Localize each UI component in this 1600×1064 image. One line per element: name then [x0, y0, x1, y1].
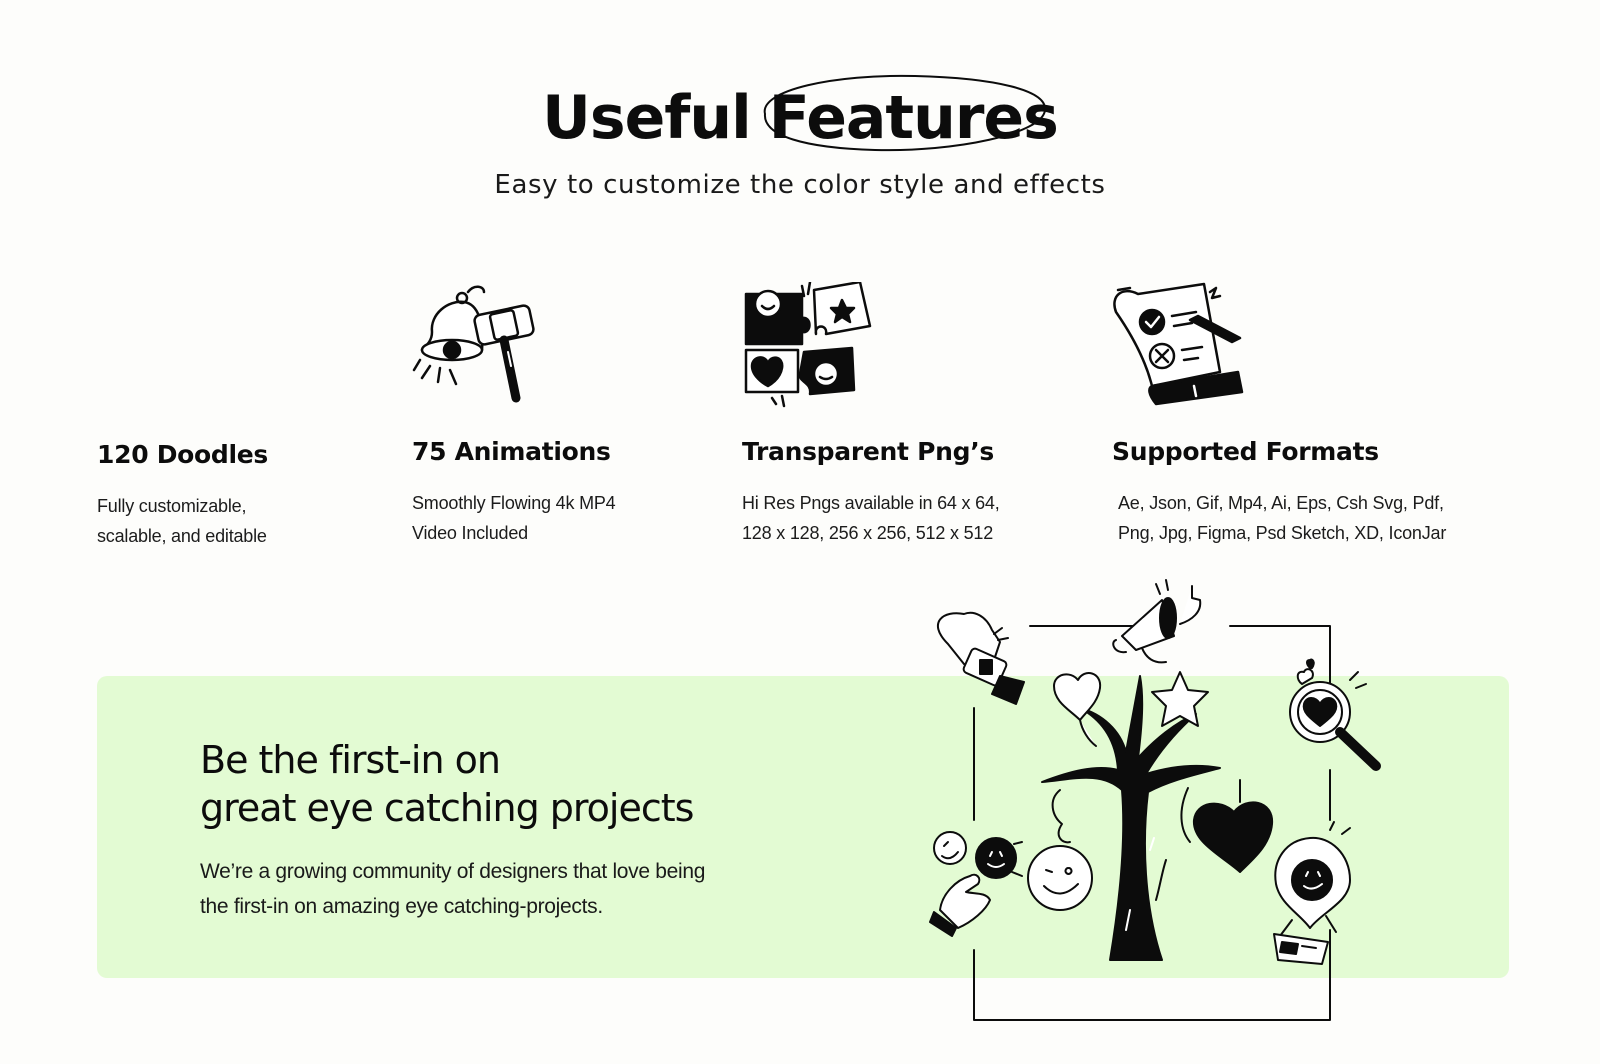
- feature-description-line-1: Smoothly Flowing 4k MP4: [412, 493, 616, 513]
- title-word-features-text: Features: [768, 83, 1059, 153]
- heart-balloon-icon: [1053, 672, 1102, 747]
- feature-description-line-2: Video Included: [412, 523, 528, 543]
- cta-description-line-1: We’re a growing community of designers t…: [200, 860, 706, 883]
- feature-description-line-1: Fully customizable,: [97, 496, 247, 516]
- feature-title: Transparent Png’s: [742, 437, 994, 466]
- pointing-hand-smiley-icon: [929, 831, 1023, 937]
- cta-heading-line-1: Be the first-in on: [200, 738, 501, 782]
- feature-title: 75 Animations: [412, 437, 611, 466]
- feature-description-line-1: Hi Res Pngs available in 64 x 64,: [742, 493, 1000, 513]
- title-word-features: Features: [763, 74, 1059, 158]
- bell-and-hammer-icon: [412, 285, 535, 403]
- cta-description-line-2: the first-in on amazing eye catching-pro…: [200, 895, 603, 918]
- wristwatch-hand-icon: [936, 611, 1025, 705]
- feature-description: Hi Res Pngs available in 64 x 64, 128 x 1…: [742, 488, 1000, 548]
- feature-card-supported-formats: Supported Formats Ae, Json, Gif, Mp4, Ai…: [1112, 437, 1446, 548]
- title-ellipse-doodle: [763, 74, 1046, 152]
- cta-heading-line-2: great eye catching projects: [200, 786, 694, 830]
- feature-description-line-2: Png, Jpg, Figma, Psd Sketch, XD, IconJar: [1118, 523, 1447, 543]
- megaphone-icon: [1112, 579, 1202, 664]
- smiley-ornament-icon: [1027, 789, 1093, 911]
- cta-description: We’re a growing community of designers t…: [200, 854, 705, 924]
- feature-description-line-2: 128 x 128, 256 x 256, 512 x 512: [742, 523, 994, 543]
- feature-description-line-1: Ae, Json, Gif, Mp4, Ai, Eps, Csh Svg, Pd…: [1118, 493, 1444, 513]
- feature-card-doodles: 120 Doodles Fully customizable, scalable,…: [97, 440, 268, 551]
- page-subtitle: Easy to customize the color style and ef…: [494, 170, 1106, 200]
- feature-card-transparent-pngs: Transparent Png’s Hi Res Pngs available …: [742, 437, 1000, 548]
- feature-title: Supported Formats: [1112, 437, 1379, 466]
- feature-description-line-2: scalable, and editable: [97, 526, 267, 546]
- star-icon: [1151, 671, 1209, 727]
- magnifier-heart-icon: [1289, 658, 1381, 771]
- puzzle-pieces-icon: [744, 282, 872, 408]
- feature-title: 120 Doodles: [97, 440, 268, 469]
- feature-description: Ae, Json, Gif, Mp4, Ai, Eps, Csh Svg, Pd…: [1112, 488, 1446, 548]
- tree-illustration: [929, 579, 1381, 1021]
- checklist-document-icon: [1113, 282, 1244, 406]
- illustration-frame: [973, 625, 1331, 1021]
- hot-air-balloon-icon: [1273, 821, 1351, 965]
- tree-icon: [1041, 675, 1221, 961]
- cta-banner: [97, 676, 1509, 978]
- feature-description: Fully customizable, scalable, and editabl…: [97, 491, 268, 551]
- title-word-useful: Useful: [542, 83, 752, 153]
